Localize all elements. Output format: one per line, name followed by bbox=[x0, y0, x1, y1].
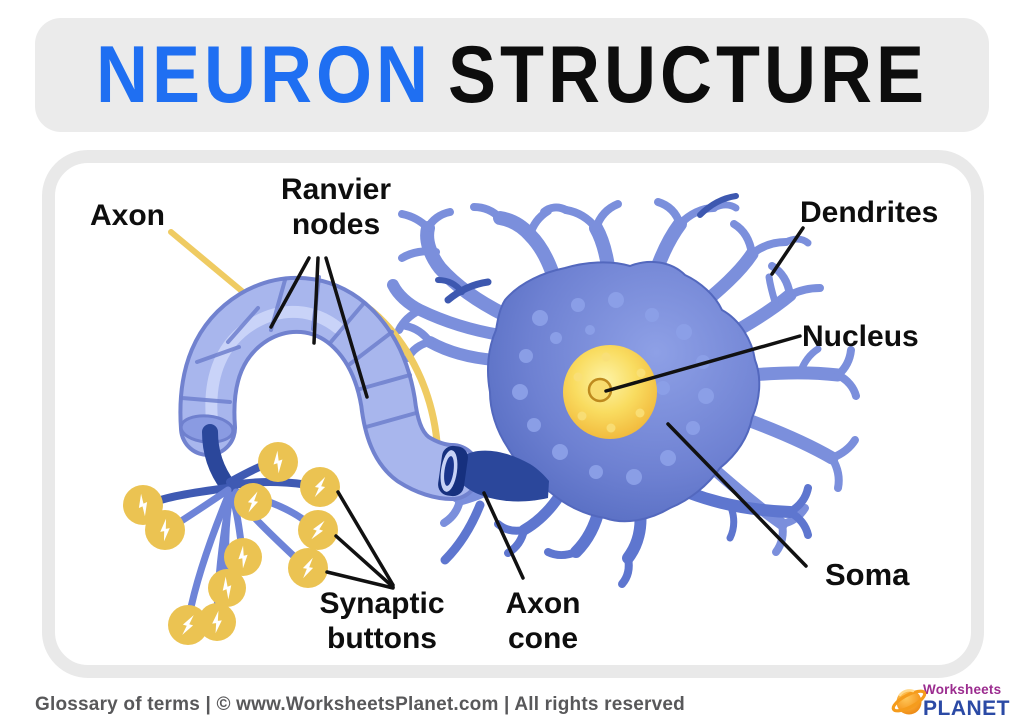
label-leader-lines bbox=[269, 226, 808, 590]
title-word-neuron: NEURON bbox=[95, 30, 432, 120]
synaptic-button-icon bbox=[258, 442, 298, 482]
soma-spots bbox=[512, 292, 714, 485]
label-dendrites: Dendrites bbox=[800, 196, 939, 229]
nucleus-shape bbox=[563, 345, 657, 439]
synaptic-button-icon bbox=[300, 467, 340, 507]
synaptic-button-icon bbox=[234, 483, 272, 521]
label-soma: Soma bbox=[825, 557, 910, 592]
synaptic-button-icon bbox=[145, 510, 185, 550]
worksheets-planet-logo: Worksheets PLANET bbox=[890, 681, 1010, 721]
footer-copyright-text: Glossary of terms | © www.WorksheetsPlan… bbox=[35, 694, 685, 715]
synaptic-buttons-group bbox=[123, 442, 340, 645]
synaptic-button-icon bbox=[288, 548, 328, 588]
axon-cone-shape bbox=[438, 445, 549, 502]
diagram-card bbox=[42, 150, 984, 678]
synaptic-button-icon bbox=[224, 538, 262, 576]
label-synaptic-buttons: Synaptic buttons bbox=[319, 587, 445, 656]
label-axon-cone: Axon cone bbox=[505, 587, 581, 656]
synaptic-button-icon bbox=[208, 569, 246, 607]
axon-myelin-tube bbox=[178, 275, 481, 501]
label-ranvier-nodes: Ranvier nodes bbox=[280, 173, 392, 242]
synaptic-button-icon bbox=[298, 510, 338, 550]
logo-text-worksheets: Worksheets bbox=[923, 682, 1002, 698]
synaptic-button-icon bbox=[168, 605, 208, 645]
label-nucleus: Nucleus bbox=[802, 320, 919, 353]
label-axon: Axon bbox=[90, 199, 165, 232]
title-word-structure: STRUCTURE bbox=[448, 30, 928, 120]
planet-icon bbox=[891, 689, 927, 715]
logo-text-planet: PLANET bbox=[923, 696, 1010, 720]
synaptic-button-icon bbox=[198, 603, 236, 641]
dendrites-branches bbox=[387, 193, 860, 588]
